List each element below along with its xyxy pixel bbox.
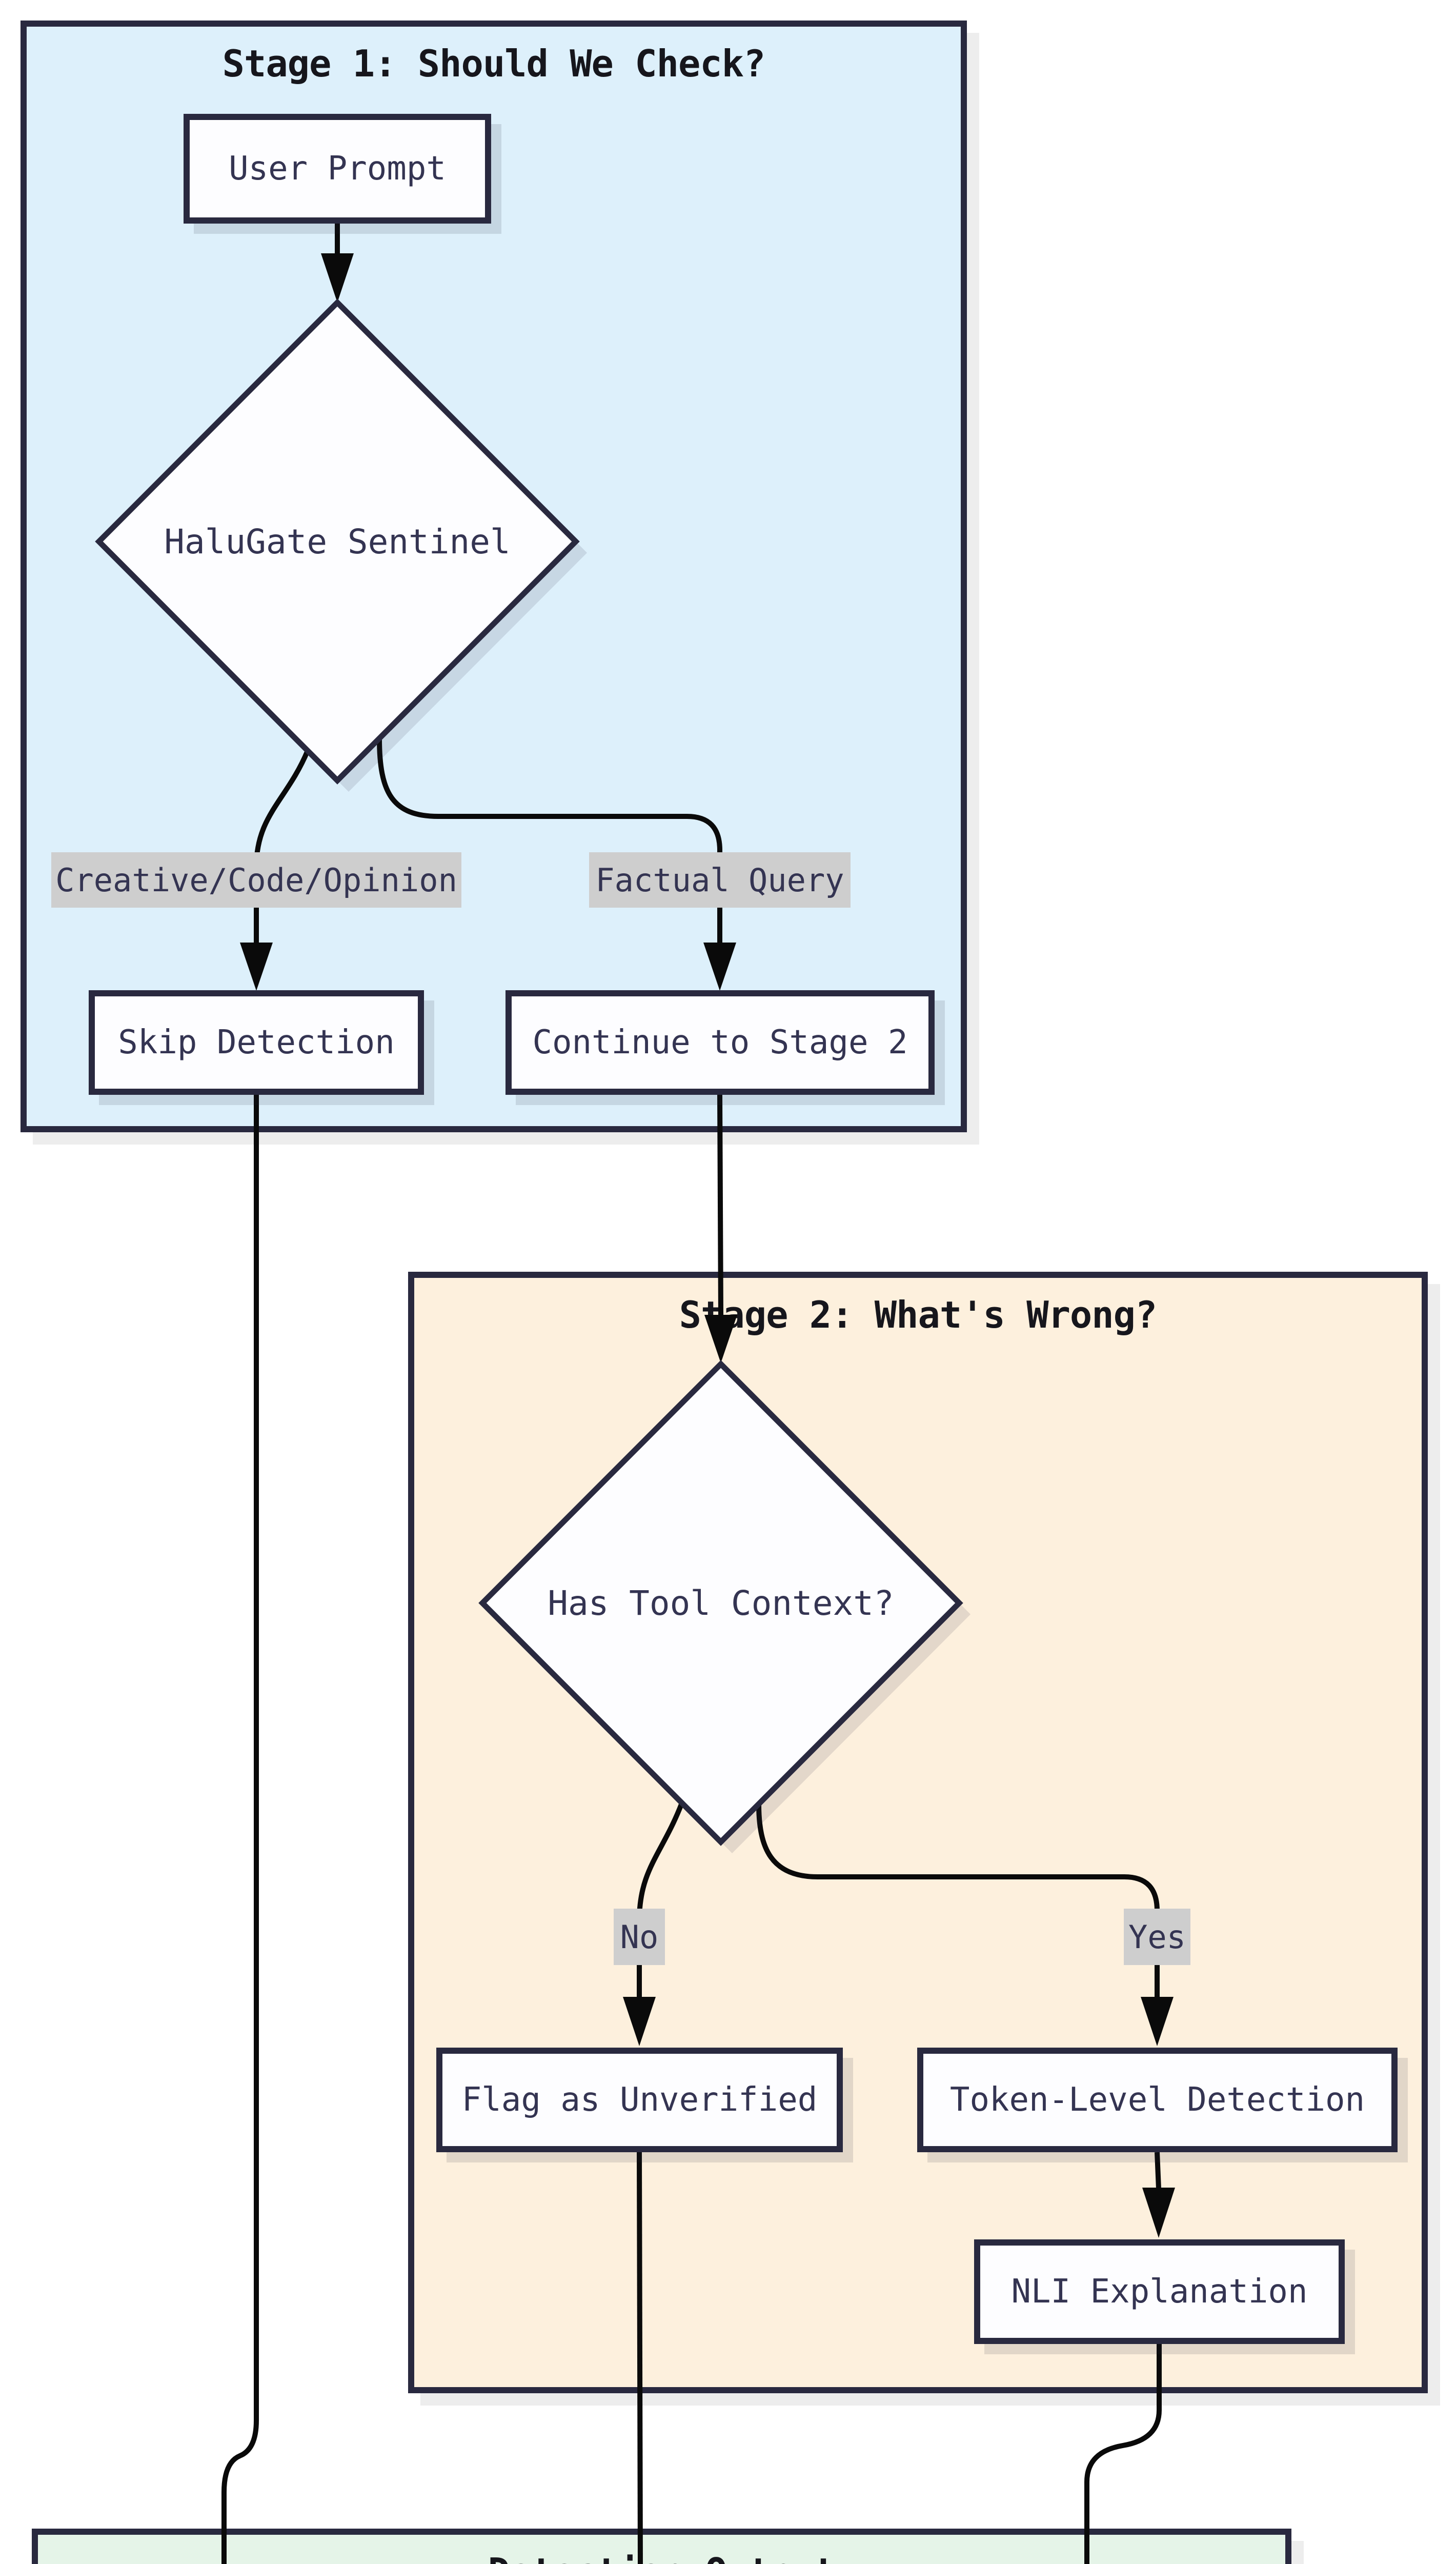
edge-label-yes: Yes xyxy=(1124,1909,1190,1965)
has-tool-context-decision: Has Tool Context? xyxy=(548,1583,894,1623)
flag-as-unverified-node: Flag as Unverified xyxy=(436,2048,843,2152)
user-prompt-node: User Prompt xyxy=(184,114,491,224)
detection-output-subgraph: Detection Output xyxy=(32,2529,1291,2564)
stage2-title: Stage 2: What's Wrong? xyxy=(679,1293,1158,1336)
detection-output-title: Detection Output xyxy=(38,2550,1285,2564)
edge-skip-to-pass xyxy=(221,1095,259,2564)
edge-label-no: No xyxy=(614,1909,665,1965)
edge-label-factual-query: Factual Query xyxy=(589,852,851,908)
stage1-title: Stage 1: Should We Check? xyxy=(222,42,766,85)
edge-label-creative-code-opinion: Creative/Code/Opinion xyxy=(51,852,461,908)
halugate-sentinel-decision: HaluGate Sentinel xyxy=(164,522,511,562)
token-level-detection-node: Token-Level Detection xyxy=(917,2048,1398,2152)
continue-to-stage2-node: Continue to Stage 2 xyxy=(505,990,935,1095)
stage2-subgraph: Stage 2: What's Wrong? xyxy=(408,1272,1428,2393)
nli-explanation-node: NLI Explanation xyxy=(974,2239,1345,2344)
skip-detection-node: Skip Detection xyxy=(89,990,424,1095)
